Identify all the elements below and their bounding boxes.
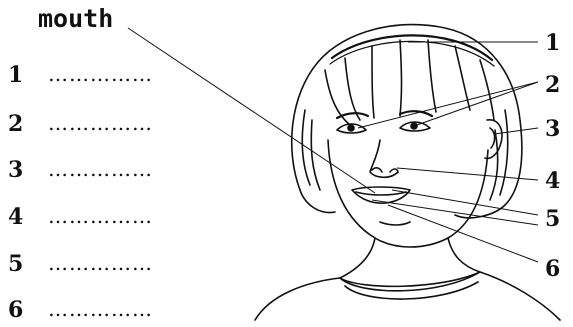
- leader-5a: [392, 190, 538, 215]
- leader-2a: [358, 82, 538, 128]
- label-5: 5: [545, 206, 560, 232]
- neck: [340, 238, 375, 278]
- label-3: 3: [545, 116, 560, 142]
- label-1: 1: [545, 30, 560, 56]
- shirt: [255, 272, 560, 320]
- leader-4: [397, 168, 538, 180]
- label-6: 6: [545, 256, 560, 282]
- label-2: 2: [545, 72, 560, 98]
- label-4: 4: [545, 168, 560, 194]
- leader-5b: [372, 200, 538, 225]
- hairband: [332, 35, 492, 60]
- leader-lines: [128, 28, 538, 262]
- nose: [370, 140, 398, 177]
